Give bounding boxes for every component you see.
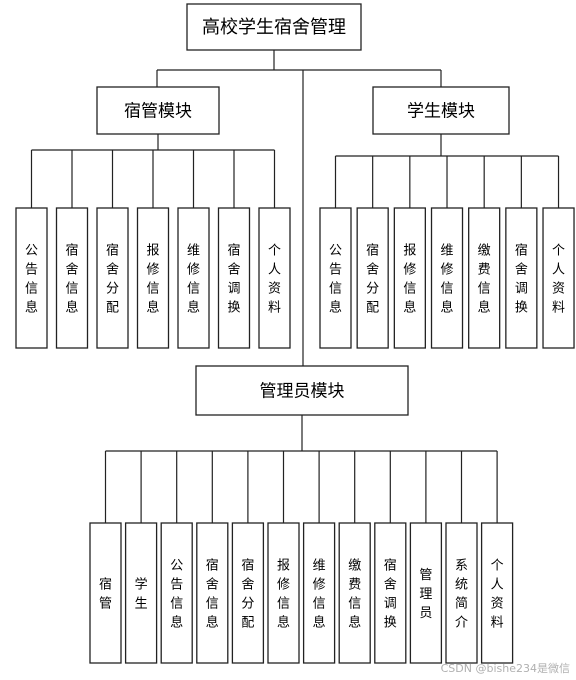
leaf-admin-4-label: 宿舍分配 bbox=[241, 558, 254, 631]
leaf-student-1: 宿舍分配 bbox=[356, 207, 389, 349]
leaf-dorm-manager-5: 宿舍调换 bbox=[217, 207, 251, 349]
leaf-dorm-manager-1-label: 宿舍信息 bbox=[65, 243, 78, 316]
diagram-nodes: 高校学生宿舍管理宿管模块公告信息宿舍信息宿舍分配报修信息维修信息宿舍调换个人资料… bbox=[15, 3, 575, 664]
leaf-dorm-manager-4: 维修信息 bbox=[177, 207, 210, 349]
leaf-student-5-label: 宿舍调换 bbox=[515, 243, 528, 316]
leaf-admin-1: 学生 bbox=[124, 522, 158, 664]
diagram-connectors bbox=[30, 50, 560, 523]
leaf-admin-0: 宿管 bbox=[89, 522, 122, 664]
leaf-admin-2: 公告信息 bbox=[160, 522, 193, 664]
leaf-dorm-manager-6-label: 个人资料 bbox=[268, 244, 281, 316]
leaf-dorm-manager-5-label: 宿舍调换 bbox=[227, 243, 240, 316]
leaf-admin-2-label: 公告信息 bbox=[170, 559, 183, 631]
leaf-student-6: 个人资料 bbox=[542, 207, 575, 349]
leaf-student-4-label: 缴费信息 bbox=[478, 244, 491, 316]
leaf-student-2-label: 报修信息 bbox=[403, 244, 416, 316]
leaf-admin-7-label: 缴费信息 bbox=[348, 559, 361, 631]
root-node: 高校学生宿舍管理 bbox=[186, 3, 362, 51]
module-student: 学生模块 bbox=[372, 86, 510, 135]
leaf-admin-9-label: 管理员 bbox=[419, 568, 432, 621]
module-admin-label: 管理员模块 bbox=[260, 382, 345, 402]
leaf-dorm-manager-3: 报修信息 bbox=[136, 207, 170, 349]
leaf-student-1-label: 宿舍分配 bbox=[366, 243, 379, 316]
leaf-admin-6: 维修信息 bbox=[302, 522, 336, 664]
leaf-admin-10: 系统简介 bbox=[445, 522, 478, 664]
leaf-admin-11-label: 个人资料 bbox=[491, 559, 504, 631]
leaf-dorm-manager-3-label: 报修信息 bbox=[146, 244, 159, 316]
leaf-admin-10-label: 系统简介 bbox=[455, 559, 468, 631]
module-student-label: 学生模块 bbox=[407, 102, 475, 122]
root-node-label: 高校学生宿舍管理 bbox=[202, 17, 346, 38]
leaf-dorm-manager-2-label: 宿舍分配 bbox=[106, 243, 119, 316]
leaf-admin-3-label: 宿舍信息 bbox=[206, 558, 219, 631]
leaf-admin-9: 管理员 bbox=[409, 522, 443, 664]
leaf-admin-11: 个人资料 bbox=[480, 522, 514, 664]
leaf-dorm-manager-0: 公告信息 bbox=[15, 207, 48, 349]
leaf-student-0: 公告信息 bbox=[319, 207, 352, 349]
leaf-admin-5: 报修信息 bbox=[267, 522, 300, 664]
leaf-dorm-manager-0-label: 公告信息 bbox=[25, 244, 38, 316]
leaf-student-2: 报修信息 bbox=[393, 207, 426, 349]
leaf-student-0-label: 公告信息 bbox=[329, 244, 342, 316]
leaf-admin-0-label: 宿管 bbox=[99, 577, 112, 612]
leaf-admin-8: 宿舍调换 bbox=[374, 522, 407, 664]
module-dorm-manager-label: 宿管模块 bbox=[124, 102, 192, 122]
module-admin: 管理员模块 bbox=[195, 365, 409, 416]
leaf-student-6-label: 个人资料 bbox=[552, 244, 565, 316]
leaf-student-3: 维修信息 bbox=[430, 207, 464, 349]
leaf-dorm-manager-6: 个人资料 bbox=[258, 207, 291, 349]
leaf-admin-8-label: 宿舍调换 bbox=[384, 558, 397, 631]
leaf-admin-5-label: 报修信息 bbox=[277, 559, 290, 631]
leaf-student-3-label: 维修信息 bbox=[441, 244, 454, 316]
leaf-dorm-manager-1: 宿舍信息 bbox=[55, 207, 89, 349]
leaf-admin-6-label: 维修信息 bbox=[313, 559, 326, 631]
leaf-dorm-manager-4-label: 维修信息 bbox=[187, 244, 200, 316]
module-dorm-manager: 宿管模块 bbox=[96, 86, 220, 135]
leaf-student-4: 缴费信息 bbox=[468, 207, 501, 349]
leaf-admin-7: 缴费信息 bbox=[338, 522, 371, 664]
leaf-admin-3: 宿舍信息 bbox=[196, 522, 229, 664]
leaf-dorm-manager-2: 宿舍分配 bbox=[96, 207, 129, 349]
watermark: CSDN @bishe234是微信 bbox=[440, 662, 570, 675]
leaf-student-5: 宿舍调换 bbox=[505, 207, 538, 349]
leaf-admin-1-label: 学生 bbox=[135, 577, 148, 612]
leaf-admin-4: 宿舍分配 bbox=[231, 522, 265, 664]
